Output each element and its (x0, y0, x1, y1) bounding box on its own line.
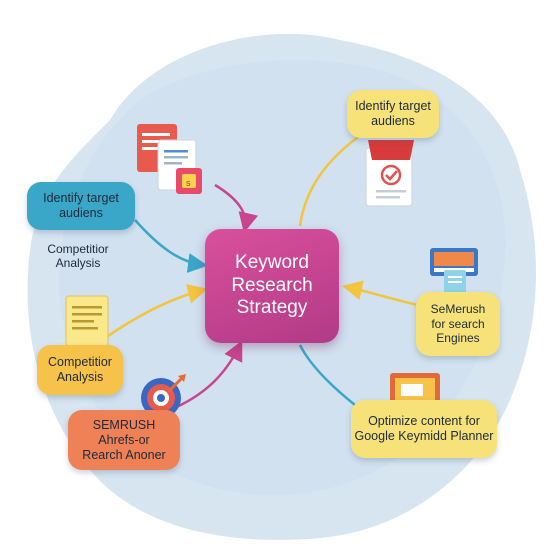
svg-text:s: s (186, 178, 191, 188)
arrow-bottom-right-to-center (298, 344, 356, 406)
arrow-top-right-to-center (298, 130, 366, 227)
node-identify-target-left: Identify target audiens (27, 182, 135, 230)
node-semrush-search-engines: SeMerush for search Engines (416, 292, 500, 356)
arrow-documents-to-center (214, 183, 259, 233)
arrow-left-top-to-center (134, 219, 208, 273)
center-node: Keyword Research Strategy (205, 229, 339, 343)
node-competitor-analysis-plain: Competitior Analysis (47, 241, 109, 270)
node-competitor-analysis: Competitior Analysis (37, 345, 123, 395)
node-optimize-content: Optimize content for Google Keymidd Plan… (351, 400, 497, 458)
arrow-bottom-left-to-center (169, 340, 243, 412)
target-icon (141, 374, 186, 418)
clipboard-icon (365, 140, 414, 207)
monitor-icon (430, 248, 478, 298)
arrow-right-mid-to-center (342, 280, 419, 307)
documents-icon: s (137, 124, 202, 194)
notes-icon (65, 295, 109, 347)
node-identify-target-top-right: Identify target audiens (347, 90, 439, 138)
node-semrush-ahrefs: SEMRUSH Ahrefs-or Rearch Anoner (68, 410, 180, 470)
